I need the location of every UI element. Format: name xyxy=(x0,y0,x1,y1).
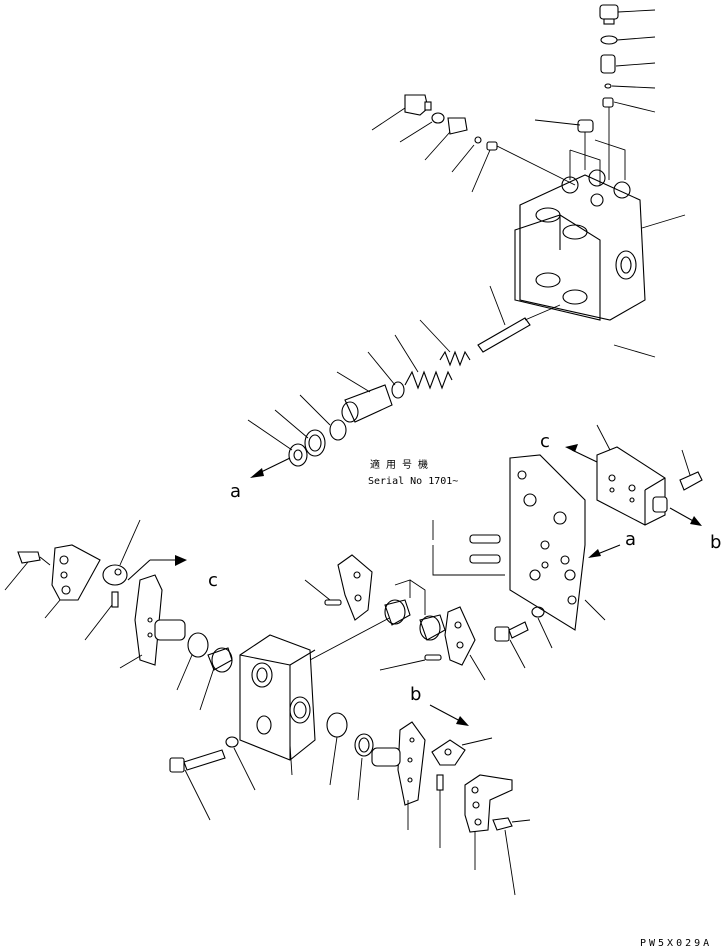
view-letter-a-right: a xyxy=(625,529,636,550)
view-letter-a-left: a xyxy=(230,481,241,502)
lower-right-parts xyxy=(429,704,531,896)
applicability-label-jp: 適 用 号 機 xyxy=(370,458,428,471)
upper-fittings xyxy=(577,4,619,180)
lower-left-parts xyxy=(4,519,256,821)
serial-applicability-note: 適 用 号 機 Serial No 1701~ xyxy=(368,458,505,576)
valve-body-upper xyxy=(514,139,646,321)
left-fittings-chain xyxy=(371,94,576,193)
view-letter-b-lower: b xyxy=(410,684,421,705)
actuator-body xyxy=(239,614,396,776)
serial-number-label: Serial No 1701~ xyxy=(368,476,458,487)
spool-spring-chain xyxy=(247,285,561,478)
upper-leader-lines xyxy=(534,9,686,358)
lower-center-parts xyxy=(304,554,553,830)
drawing-number: PW5X029A xyxy=(640,938,712,949)
view-letter-c-top: c xyxy=(540,431,550,452)
solenoid-block xyxy=(565,424,703,558)
view-letter-b-right: b xyxy=(710,532,721,553)
gasket-plate xyxy=(509,454,606,631)
view-letter-c-left: c xyxy=(208,570,218,591)
